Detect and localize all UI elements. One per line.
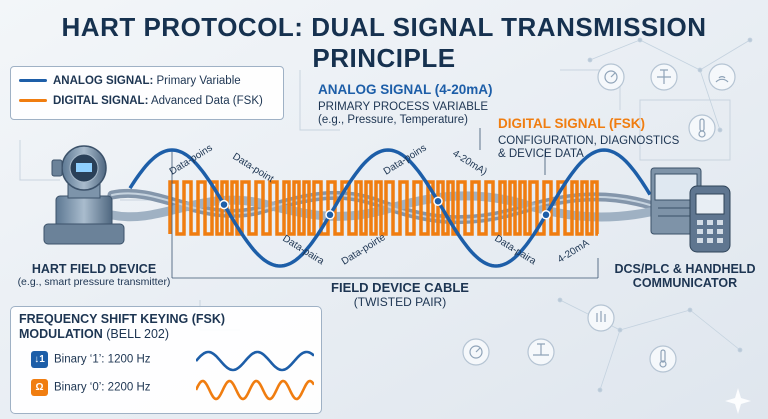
analog-data-point (541, 210, 551, 220)
fsk-title-rest: (BELL 202) (102, 327, 170, 341)
fsk-panel: FREQUENCY SHIFT KEYING (FSK) MODULATION … (10, 306, 322, 414)
digital-callout-line1: CONFIGURATION, DIAGNOSTICS (498, 135, 680, 147)
legend-analog-title: ANALOG SIGNAL: (53, 75, 154, 87)
host-line2: COMMUNICATOR (632, 276, 738, 290)
digital-callout-title: DIGITAL SIGNAL (FSK) (498, 116, 645, 131)
binary-zero-label: Binary ‘0’: 2200 Hz (54, 381, 151, 394)
analog-data-point (433, 196, 443, 206)
binary-one-label: Binary ‘1’: 1200 Hz (54, 353, 151, 366)
sparkle-icon (725, 388, 751, 414)
field-device-illustration (43, 145, 125, 245)
analog-callout-line1: PRIMARY PROCESS VARIABLE (318, 101, 489, 113)
field-device-label: HART FIELD DEVICE (e.g., smart pressure … (14, 262, 174, 288)
binary-one-icon: ↓1 (31, 351, 48, 368)
wave-1200hz (196, 350, 314, 372)
analog-data-points (219, 196, 551, 220)
thermometer-icon (688, 114, 716, 142)
analog-data-point (219, 199, 229, 210)
cable-label: FIELD DEVICE CABLE (TWISTED PAIR) (300, 280, 500, 309)
binary-zero-icon: Ω (31, 379, 48, 396)
legend-digital-title: DIGITAL SIGNAL: (53, 95, 149, 107)
host-line1: DCS/PLC & HANDHELD (614, 262, 756, 276)
analog-data-point (325, 210, 335, 220)
digital-callout-line2: & DEVICE DATA (498, 148, 584, 160)
field-device-subtitle: (e.g., smart pressure transmitter) (17, 276, 171, 288)
analog-signal-wave (128, 148, 652, 268)
digital-callout: DIGITAL SIGNAL (FSK) CONFIGURATION, DIAG… (498, 116, 679, 161)
fsk-title-line1: FREQUENCY SHIFT KEYING (FSK) (19, 312, 226, 326)
fsk-title-bold: MODULATION (19, 327, 103, 341)
field-device-title: HART FIELD DEVICE (31, 262, 157, 276)
wave-2200hz (196, 379, 314, 401)
temperature-icon (649, 345, 677, 373)
legend-analog: ANALOG SIGNAL: Primary Variable (19, 75, 241, 87)
legend: ANALOG SIGNAL: Primary Variable DIGITAL … (10, 66, 284, 120)
page-title: HART PROTOCOL: DUAL SIGNAL TRANSMISSION … (61, 12, 707, 73)
legend-analog-desc: Primary Variable (153, 75, 241, 87)
legend-digital-desc: Advanced Data (FSK) (148, 95, 263, 107)
host-label: DCS/PLC & HANDHELD COMMUNICATOR (610, 262, 760, 290)
binary-one-row: ↓1 Binary ‘1’: 1200 Hz (31, 351, 151, 368)
analog-callout-line2: (e.g., Pressure, Temperature) (318, 114, 468, 126)
cable-title: FIELD DEVICE CABLE (331, 280, 469, 295)
legend-digital: DIGITAL SIGNAL: Advanced Data (FSK) (19, 95, 263, 107)
analog-swatch (19, 79, 47, 83)
fsk-title-line2: MODULATION (BELL 202) (19, 327, 169, 341)
fsk-waveforms (196, 350, 314, 401)
cable-subtitle: (TWISTED PAIR) (353, 295, 447, 309)
digital-swatch (19, 99, 47, 103)
binary-zero-row: Ω Binary ‘0’: 2200 Hz (31, 379, 151, 396)
analog-callout: ANALOG SIGNAL (4-20mA) PRIMARY PROCESS V… (318, 82, 493, 127)
analog-callout-title: ANALOG SIGNAL (4-20mA) (318, 82, 493, 97)
host-device-illustration (650, 167, 731, 253)
